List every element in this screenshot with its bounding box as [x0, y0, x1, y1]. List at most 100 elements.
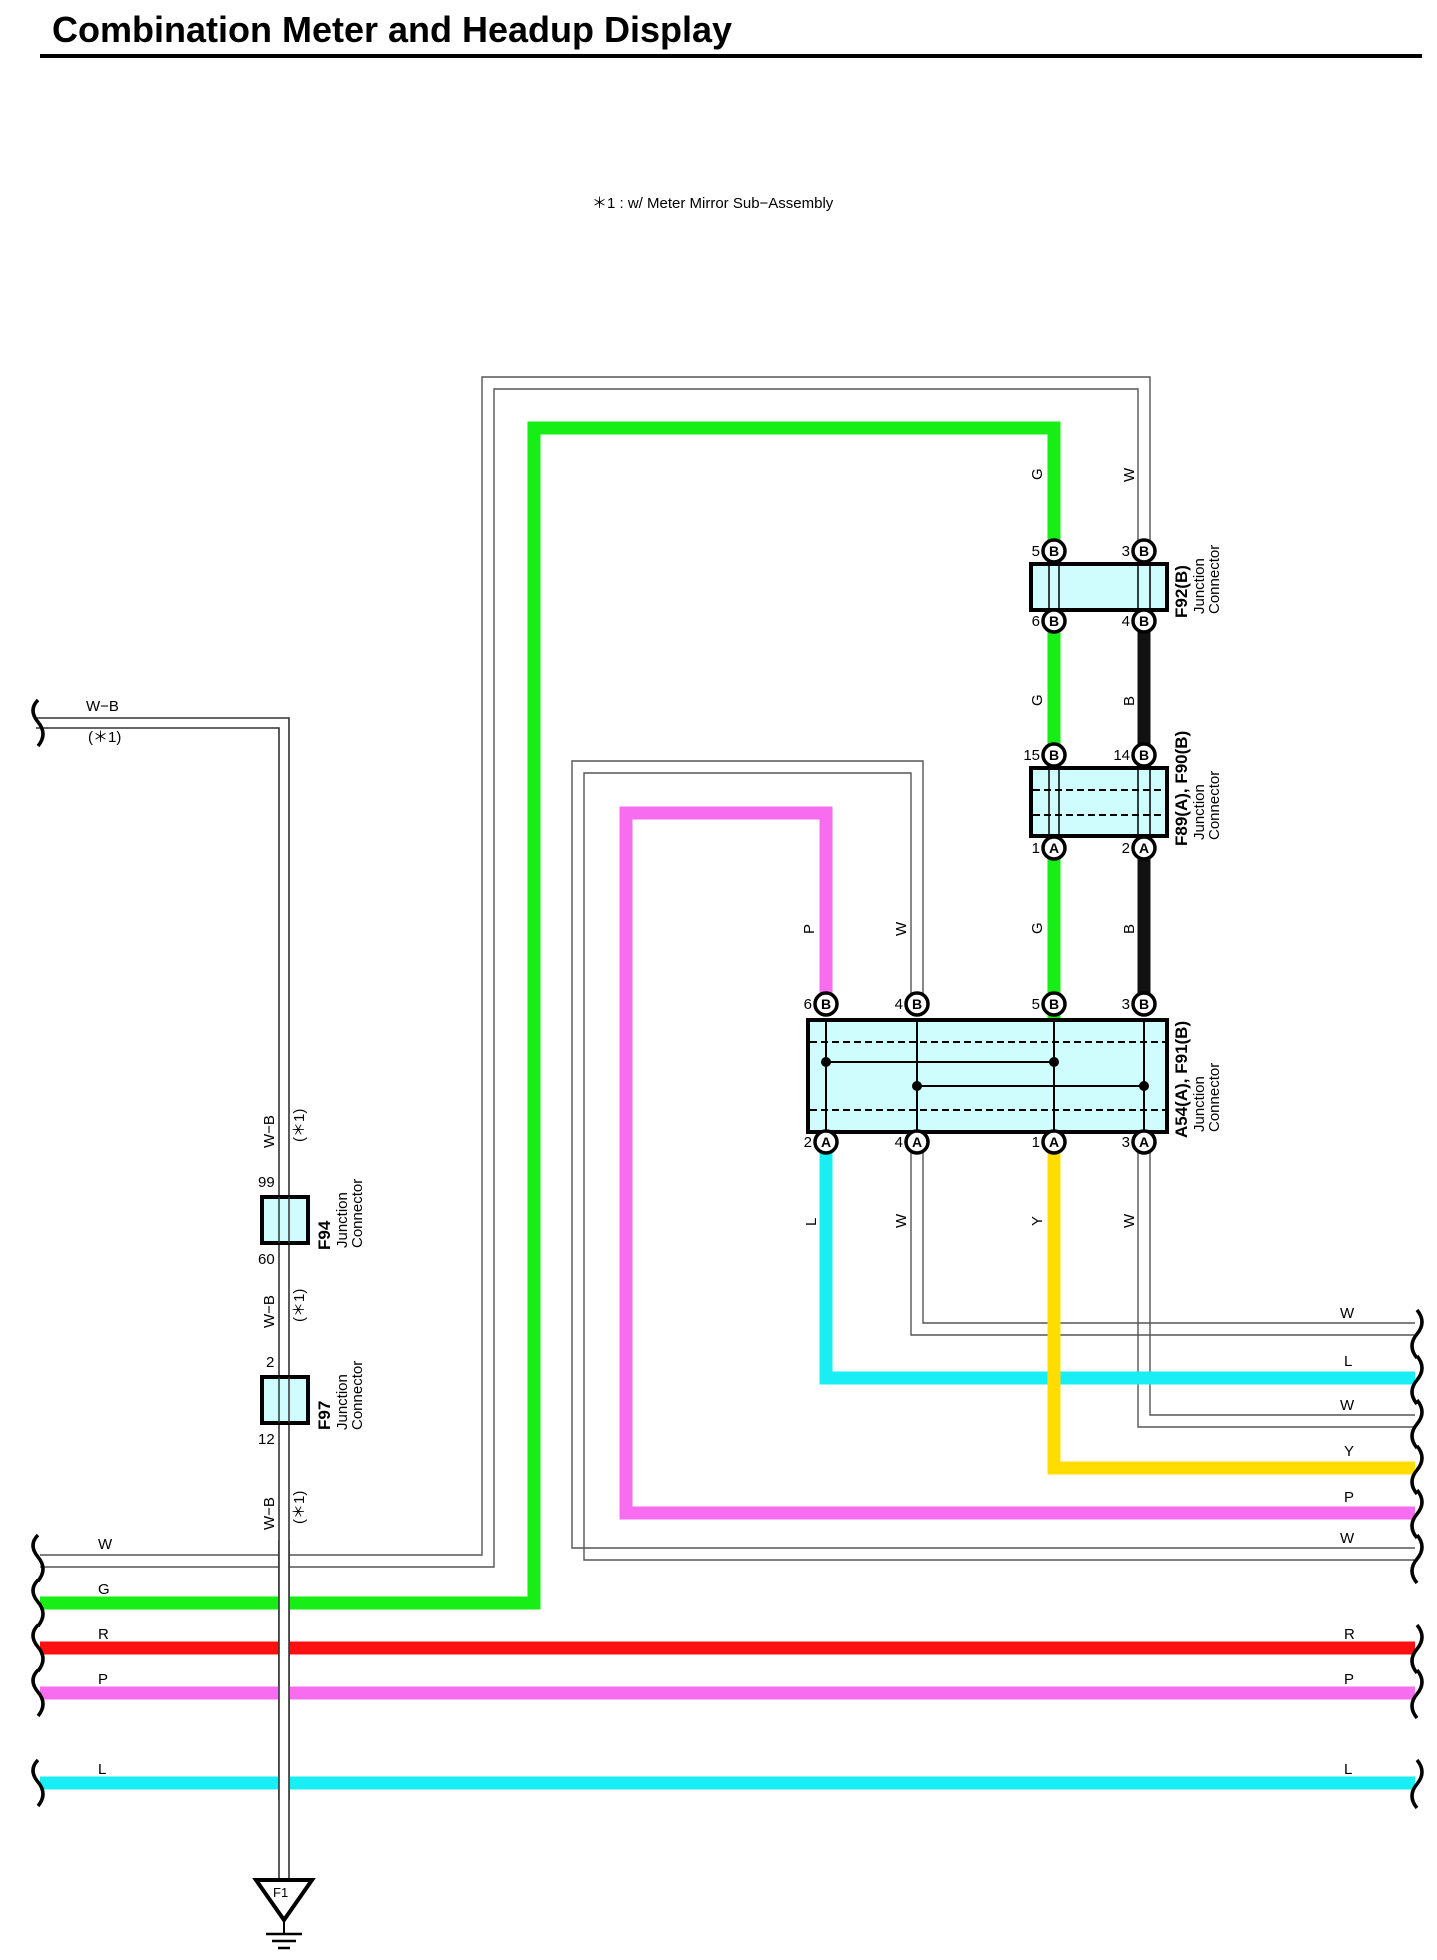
pin-circle [1041, 742, 1067, 768]
pin-number: 2 [1122, 840, 1130, 857]
wb-top-label: W−B [86, 698, 119, 715]
l-bot-label: L [803, 1218, 820, 1226]
pin-letter: A [1139, 840, 1149, 856]
pin-marker: A2 [804, 1129, 839, 1155]
pin-number: 3 [1122, 1134, 1130, 1151]
p-right-label-1: P [1344, 1489, 1354, 1506]
pin-letter: A [821, 1134, 831, 1150]
w-a54-label: W [893, 921, 910, 936]
pin-number: 4 [1122, 613, 1130, 630]
l-wire-loop [819, 1142, 1415, 1385]
wb-vert-note-2: (＊1) [291, 1289, 308, 1322]
left-break-marks [31, 698, 45, 1808]
pin-marker: B 15 [1023, 742, 1067, 768]
pin-circle [1041, 835, 1067, 861]
l-right-label-2: L [1344, 1761, 1352, 1778]
r-left-label: R [98, 1626, 109, 1643]
pin-marker: B5 [1032, 538, 1067, 564]
pin-circle [813, 991, 839, 1017]
pin-circle [813, 1129, 839, 1155]
pin-number: 3 [1122, 996, 1130, 1013]
l-left-label: L [98, 1761, 106, 1778]
pin-letter: A [912, 1134, 922, 1150]
pin-number: 6 [1032, 613, 1040, 630]
footnote: ＊1 : w/ Meter Mirror Sub−Assembly [592, 195, 834, 212]
pin-marker: B5 [1032, 991, 1067, 1017]
wb-vert-label-1: W−B [261, 1115, 278, 1148]
ground-id: F1 [273, 1885, 288, 1900]
pin-number: 1 [1032, 1134, 1040, 1151]
wb-vert-note-3: (＊1) [291, 1491, 308, 1524]
pin-marker: B6 [1032, 608, 1067, 634]
pin-number: 15 [1023, 747, 1040, 764]
p-left-label: P [98, 1671, 108, 1688]
w-bot-label-2: W [1121, 1213, 1138, 1228]
f97-pin-bottom: 12 [258, 1431, 275, 1448]
wb-ground-wire [36, 717, 290, 1880]
pin-circle [1131, 608, 1157, 634]
pin-letter: B [912, 996, 922, 1012]
f97-pin-top: 2 [266, 1354, 274, 1371]
w-right-label-1: W [1340, 1305, 1355, 1322]
g-wire [40, 421, 1061, 1610]
pin-letter: B [821, 996, 831, 1012]
pin-circle [1041, 1129, 1067, 1155]
f94-pin-bottom: 60 [258, 1251, 275, 1268]
b-mid-label: B [1121, 696, 1138, 706]
pin-number: 6 [804, 996, 812, 1013]
pin-marker: B3 [1122, 538, 1157, 564]
g-mid-label: G [1029, 694, 1046, 706]
pin-letter: B [1049, 543, 1059, 559]
pin-marker: B4 [1122, 608, 1157, 634]
f89-label-1: Junction [1191, 784, 1208, 840]
y-wire [1047, 1142, 1415, 1475]
pin-number: 3 [1122, 543, 1130, 560]
pin-letter: A [1049, 1134, 1059, 1150]
pin-circle [1131, 538, 1157, 564]
wb-vert-label-3: W−B [261, 1497, 278, 1530]
connector-f97: 2 12 F97 Junction Connector [258, 1354, 366, 1448]
pin-number: 14 [1113, 747, 1130, 764]
wb-vert-label-2: W−B [261, 1295, 278, 1328]
page-title: Combination Meter and Headup Display [52, 9, 732, 50]
f97-label-1: Junction [334, 1374, 351, 1430]
f89-label-2: Connector [1206, 771, 1223, 840]
pin-marker: A3 [1122, 1129, 1157, 1155]
f92-id: F92(B) [1172, 565, 1191, 618]
pin-marker: A1 [1032, 835, 1067, 861]
a54-id: A54(A), F91(B) [1172, 1021, 1191, 1138]
connector-f89-f90: F89(A), F90(B) Junction Connector [1029, 731, 1223, 846]
connector-f94: 99 60 F94 Junction Connector [258, 1174, 366, 1268]
w-wire-outer-loop [40, 376, 1151, 1568]
l-right-label: L [1344, 1353, 1352, 1370]
pin-letter: B [1139, 613, 1149, 629]
pin-circle [1041, 991, 1067, 1017]
pin-number: 1 [1032, 840, 1040, 857]
pin-number: 2 [804, 1134, 812, 1151]
f89-id: F89(A), F90(B) [1172, 731, 1191, 846]
pin-circle [1131, 835, 1157, 861]
pin-letter: B [1049, 996, 1059, 1012]
pin-number: 5 [1032, 996, 1040, 1013]
w-bot-label-1: W [893, 1213, 910, 1228]
f97-id: F97 [315, 1401, 334, 1430]
pin-letter: B [1139, 996, 1149, 1012]
f94-pin-top: 99 [258, 1174, 275, 1191]
pin-marker: B14 [1113, 742, 1157, 768]
pin-marker: B3 [1122, 991, 1157, 1017]
p-right-label-2: P [1344, 1671, 1354, 1688]
connector-f92: F92(B) Junction Connector [1029, 545, 1223, 618]
pin-circle [904, 1129, 930, 1155]
w-wire-right-2 [1137, 1142, 1415, 1428]
a54-label-1: Junction [1191, 1076, 1208, 1132]
p-a54-label: P [801, 924, 818, 934]
b-a54-label: B [1121, 924, 1138, 934]
g-a54-label: G [1029, 922, 1046, 934]
f92-label-2: Connector [1206, 545, 1223, 614]
pin-number: 4 [895, 996, 903, 1013]
w-left-label: W [98, 1536, 113, 1553]
pin-letter: B [1049, 747, 1059, 763]
pin-letter: A [1139, 1134, 1149, 1150]
wb-vert-note-1: (＊1) [291, 1109, 308, 1142]
pin-circle [1131, 991, 1157, 1017]
